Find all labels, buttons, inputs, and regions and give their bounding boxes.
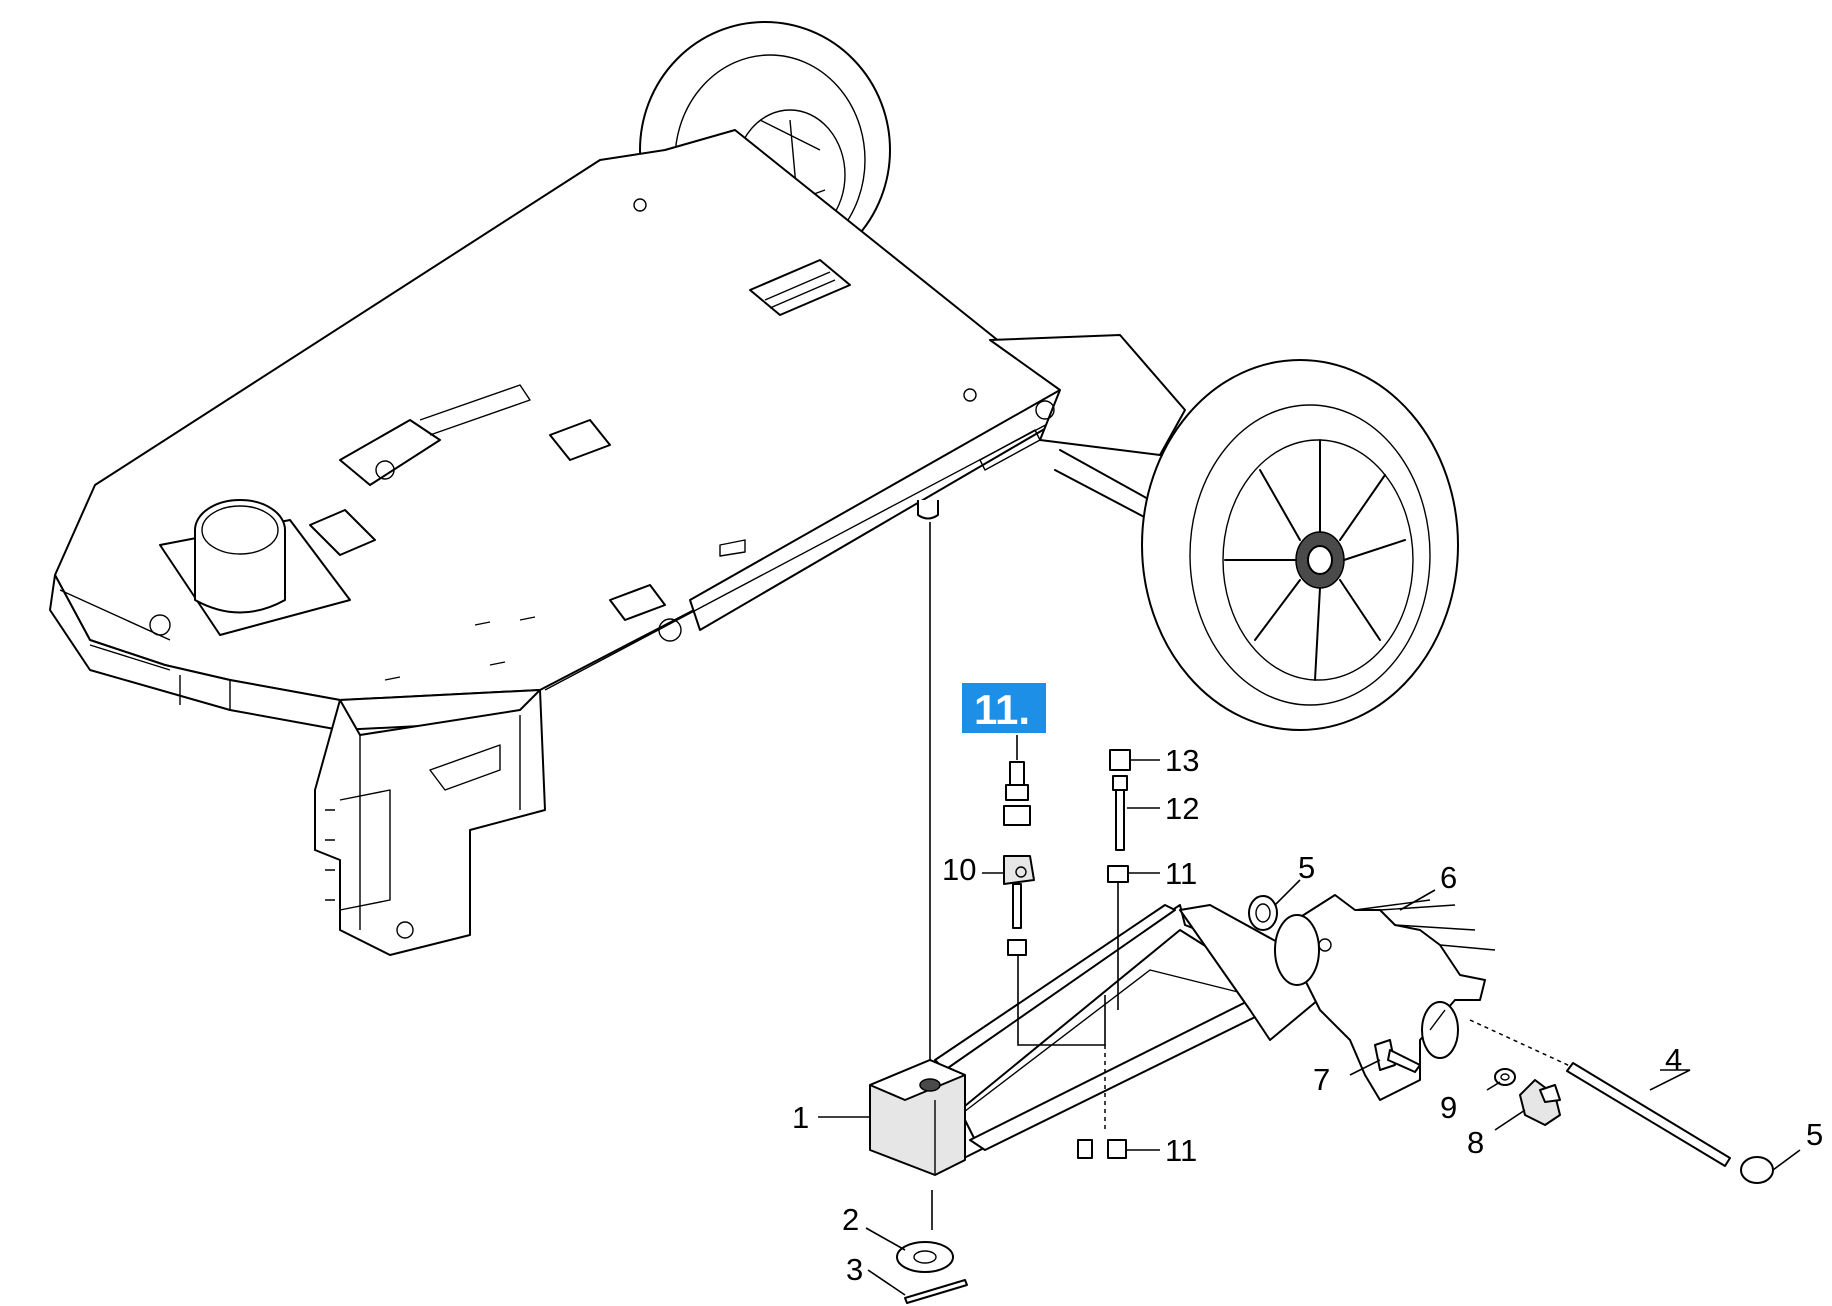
callout-2: 2: [842, 1202, 859, 1237]
part-wingnut-8: [1519, 1079, 1561, 1126]
callout-9: 9: [1440, 1090, 1457, 1125]
part-pin-3: [904, 1279, 968, 1304]
part-washer-2: [896, 1190, 954, 1273]
highlight-label: 11.: [974, 686, 1030, 733]
callout-8: 8: [1467, 1125, 1484, 1160]
callout-5a: 5: [1298, 850, 1315, 885]
highlight-callout-11[interactable]: 11.: [962, 683, 1046, 733]
part-adjuster-assembly: [1003, 735, 1106, 1046]
part-arm-frame: [869, 904, 1331, 1176]
mast-socket: [149, 499, 351, 636]
part-bolt-7: [1374, 1039, 1421, 1073]
part-screw-12-13: [1077, 749, 1131, 1159]
front-wheel: [1141, 359, 1459, 731]
part-pin-4: [1469, 1019, 1731, 1167]
callout-10: 10: [942, 852, 976, 887]
callout-11a: 11: [1165, 856, 1197, 891]
part-cap-5b: [1740, 1156, 1774, 1184]
callout-3: 3: [846, 1252, 863, 1287]
callout-11b: 11: [1165, 1133, 1197, 1168]
part-bracket-6: [1274, 894, 1496, 1101]
callout-1: 1: [792, 1100, 809, 1135]
part-cap-5a: [1248, 895, 1278, 931]
callout-leaders: [818, 759, 1801, 1296]
cart-platform: [49, 21, 1186, 956]
part-washer-9: [1494, 1068, 1516, 1086]
callout-6: 6: [1440, 860, 1457, 895]
mount-bracket: [314, 689, 546, 956]
callout-labels: 1 2 3 4 5 5 6 7 8 9 10 11 11 12 13: [792, 743, 1823, 1287]
callout-13: 13: [1165, 743, 1199, 778]
callout-4: 4: [1665, 1042, 1682, 1077]
callout-5b: 5: [1806, 1117, 1823, 1152]
callout-7: 7: [1313, 1062, 1330, 1097]
callout-12: 12: [1165, 791, 1199, 826]
